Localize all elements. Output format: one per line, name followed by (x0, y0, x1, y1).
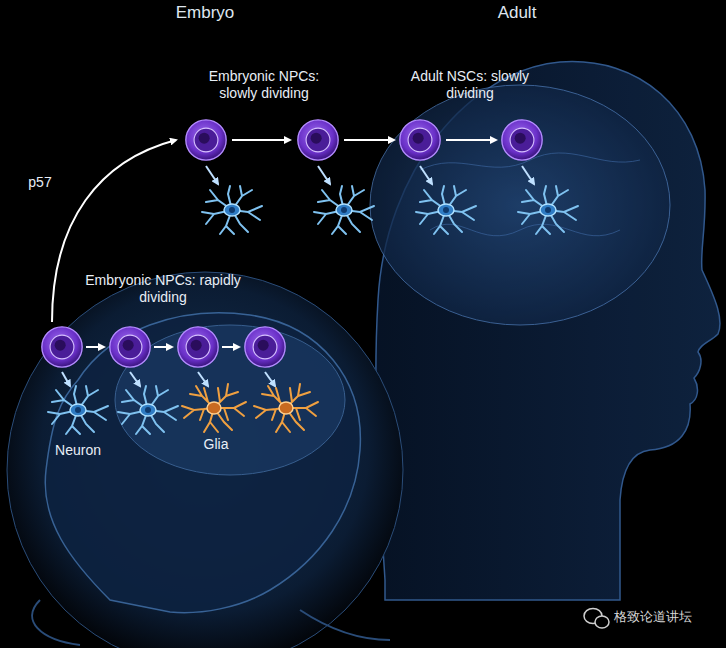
cell-row-slow (186, 120, 578, 234)
watermark: 格致论道讲坛 (614, 608, 692, 625)
cell-type-label: Glia (186, 436, 246, 453)
cell-row-rapid (42, 327, 318, 434)
cell-type-label: Neuron (38, 442, 118, 459)
stage-label: Adult NSCs: slowly dividing (400, 68, 540, 102)
watermark-icon (584, 609, 609, 629)
section-heading: Embryo (145, 4, 265, 21)
stage-label: Embryonic NPCs: slowly dividing (189, 68, 339, 102)
stage-label: Embryonic NPCs: rapidly dividing (68, 272, 258, 306)
factor-label: p57 (10, 174, 70, 191)
section-heading: Adult (457, 4, 577, 21)
